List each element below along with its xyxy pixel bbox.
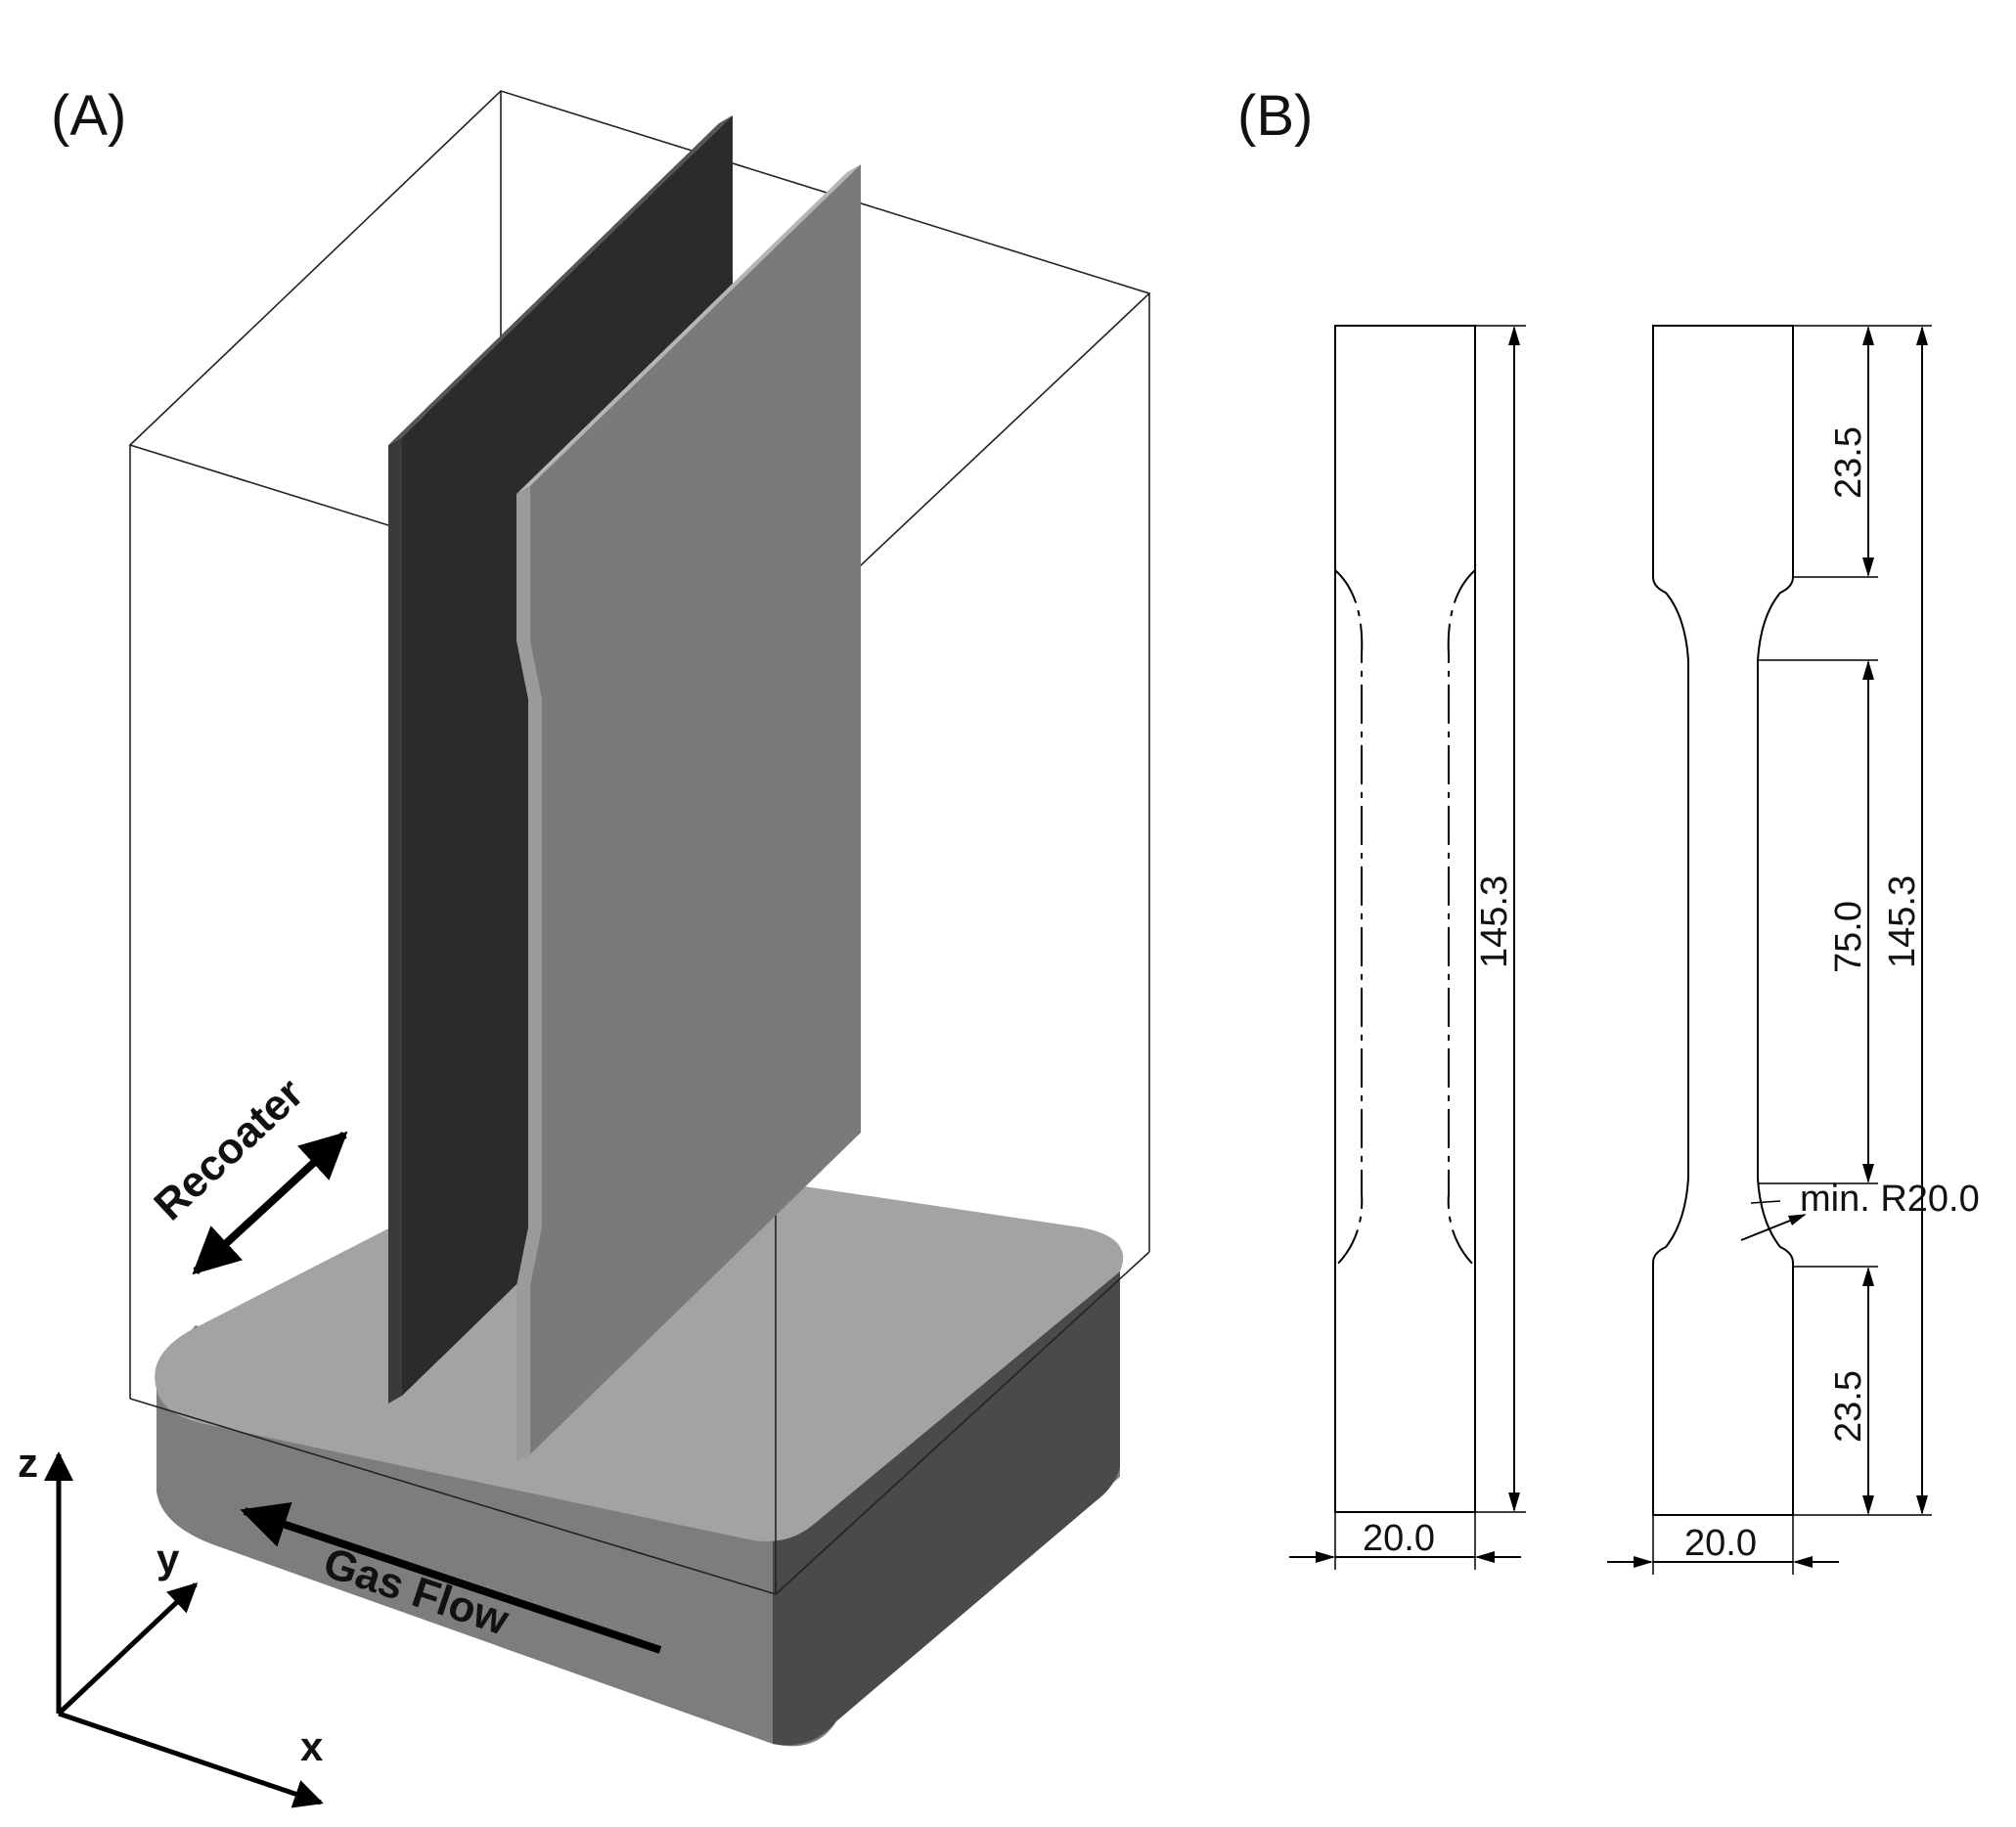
left-width-value: 20.0 <box>1363 1518 1435 1559</box>
x-axis <box>58 1711 324 1808</box>
platform-right-face <box>773 1257 1120 1746</box>
tensile-plate-face <box>530 418 601 1454</box>
right-gauge-value: 75.0 <box>1828 901 1869 973</box>
right-specimen: 23.5 75.0 23.5 145.3 min. R20.0 20.0 <box>1607 325 1980 1575</box>
right-bottom-value: 23.5 <box>1828 1370 1869 1443</box>
panel-b-label: (B) <box>1237 84 1313 148</box>
left-specimen-dashed-left <box>1334 569 1364 1268</box>
straight-plate-face <box>402 369 472 1396</box>
right-width-value: 20.0 <box>1684 1523 1757 1564</box>
panel-a-label: (A) <box>51 84 126 148</box>
right-specimen-outline <box>1652 325 1794 1516</box>
recoater-label: Recoater <box>145 1069 312 1229</box>
recoater-arrow: Recoater <box>145 1069 348 1275</box>
radius-leader <box>1740 1214 1807 1241</box>
tensile-plate-side <box>516 486 542 1462</box>
left-specimen: 145.3 20.0 <box>1289 325 1526 1570</box>
panel-a: (A) Recoater <box>18 84 1151 1808</box>
specimens-tensile <box>516 164 861 1462</box>
x-axis-label: x <box>300 1723 324 1769</box>
z-axis-label: z <box>18 1440 38 1486</box>
straight-plate-top <box>388 369 472 445</box>
right-height-value: 145.3 <box>1882 875 1923 968</box>
left-specimen-dashed-right <box>1447 569 1476 1268</box>
coordinate-axes: z y x <box>18 1440 324 1808</box>
tensile-plate-top <box>516 418 601 494</box>
panel-b: (B) 145.3 20.0 <box>1237 84 1980 1575</box>
straight-plate-side <box>388 437 402 1404</box>
y-axis <box>57 1582 199 1716</box>
left-height-value: 145.3 <box>1474 875 1515 968</box>
left-specimen-outline <box>1334 325 1476 1513</box>
right-top-value: 23.5 <box>1828 426 1869 499</box>
radius-note: min. R20.0 <box>1800 1179 1980 1220</box>
y-axis-label: y <box>157 1536 180 1582</box>
